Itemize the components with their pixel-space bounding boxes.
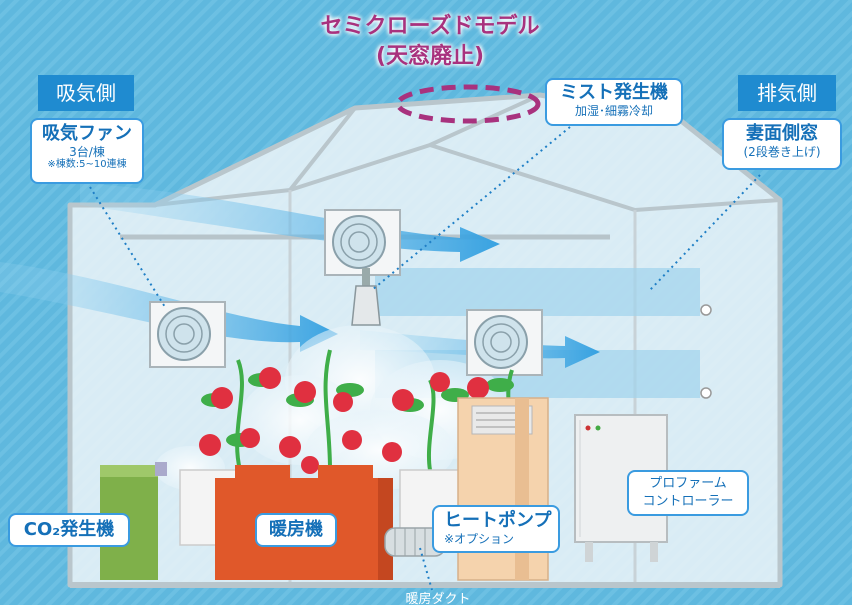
intake-side-header: 吸気側 bbox=[38, 75, 134, 111]
mist-nozzle-icon bbox=[351, 268, 381, 326]
intake-fan-note: ※棟数:5~10連棟 bbox=[47, 159, 127, 170]
co2-generator-label: CO₂発生機 bbox=[8, 513, 130, 547]
fan-icon bbox=[324, 209, 401, 276]
diagram-subtitle: (天窓廃止) bbox=[375, 44, 485, 69]
controller-name-line2: コントローラー bbox=[642, 494, 734, 509]
controller-name-line1: プロファーム bbox=[649, 476, 727, 491]
leader-lines bbox=[89, 126, 761, 591]
fan-icon bbox=[149, 301, 226, 368]
mist-generator-function: 加湿･細霧冷却 bbox=[574, 104, 653, 118]
heat-pump-name: ヒートポンプ bbox=[444, 510, 552, 531]
mist-generator-label: ミスト発生機 加湿･細霧冷却 bbox=[545, 78, 683, 126]
exhaust-side-header: 排気側 bbox=[738, 75, 836, 111]
heating-duct-label: 暖房ダクト bbox=[405, 592, 471, 607]
side-window-label: 妻面側窓 (2段巻き上げ) bbox=[722, 118, 842, 170]
fan-icon bbox=[466, 309, 543, 376]
side-window-detail: (2段巻き上げ) bbox=[743, 145, 821, 159]
side-window-name: 妻面側窓 bbox=[746, 123, 818, 144]
mist-generator-name: ミスト発生機 bbox=[560, 82, 668, 103]
heat-pump-note: ※オプション bbox=[444, 532, 515, 546]
diagram-title: セミクローズドモデル bbox=[320, 14, 540, 39]
heater-label: 暖房機 bbox=[255, 513, 337, 547]
removed-skylight-marker bbox=[395, 84, 541, 124]
intake-fan-label: 吸気ファン 3台/棟 ※棟数:5~10連棟 bbox=[30, 118, 144, 184]
controller-label: プロファーム コントローラー bbox=[627, 470, 749, 516]
intake-fan-name: 吸気ファン bbox=[42, 123, 132, 144]
heat-pump-label: ヒートポンプ ※オプション bbox=[432, 505, 560, 553]
intake-fan-count: 3台/棟 bbox=[69, 145, 105, 159]
